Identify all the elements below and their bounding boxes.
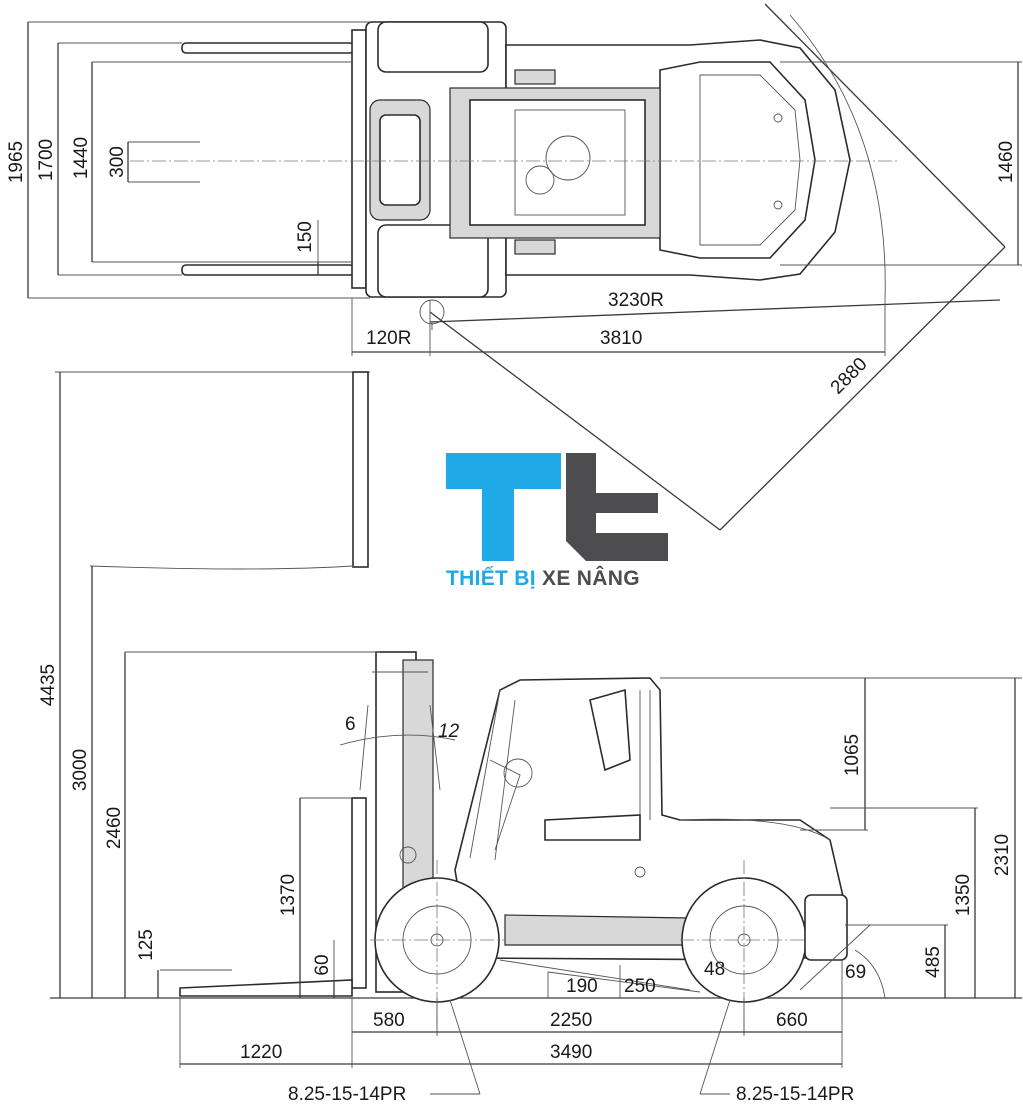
- dim-250: 250: [624, 976, 656, 997]
- top-left-dimensions: [27, 21, 370, 299]
- rear-tire-label: 8.25-15-14PR: [736, 1084, 854, 1105]
- dim-2250: 2250: [550, 1010, 592, 1031]
- logo-blue-t-shape: [446, 453, 561, 561]
- dim-3490: 3490: [550, 1042, 592, 1063]
- logo-gray-t-shape: [566, 453, 668, 561]
- dim-1965: 1965: [6, 141, 27, 183]
- dim-120R: 120R: [366, 328, 411, 349]
- dim-48: 48: [704, 959, 725, 980]
- dim-190: 190: [566, 976, 598, 997]
- top-forks: [181, 29, 367, 289]
- dim-485: 485: [923, 946, 944, 978]
- dim-6: 6: [345, 714, 356, 735]
- dim-2460: 2460: [104, 807, 125, 849]
- front-tire-label: 8.25-15-14PR: [288, 1084, 406, 1105]
- dim-1440: 1440: [71, 137, 92, 179]
- dim-2880: 2880: [827, 354, 872, 399]
- dim-4435: 4435: [38, 664, 59, 706]
- side-forks: [160, 969, 353, 997]
- dim-3000: 3000: [70, 749, 91, 791]
- dim-300: 300: [107, 146, 128, 178]
- top-view: 1965 1700 1440 300 150 1460 3230R 120R 3…: [6, 3, 1022, 531]
- dim-150: 150: [295, 221, 316, 253]
- raised-forks: [55, 371, 370, 570]
- dim-580: 580: [373, 1010, 405, 1031]
- dim-69: 69: [845, 962, 866, 983]
- dim-1220: 1220: [240, 1042, 282, 1063]
- side-left-dimensions: [59, 372, 380, 998]
- dim-60: 60: [312, 954, 333, 975]
- dim-125: 125: [136, 929, 157, 961]
- thiet-bi-xe-nang-logo-mark: [446, 453, 668, 561]
- dim-1370: 1370: [278, 874, 299, 916]
- side-bottom-dimensions: [179, 960, 843, 1095]
- dim-1700: 1700: [36, 139, 57, 181]
- top-body: [449, 39, 851, 281]
- turning-geometry: [351, 3, 1006, 531]
- logo-text-gray: XE NÂNG: [542, 567, 640, 590]
- logo-text: THIẾT BỊ XE NÂNG: [446, 567, 640, 591]
- dim-12: 12: [438, 721, 460, 742]
- dim-3810: 3810: [600, 328, 642, 349]
- dim-1350: 1350: [953, 874, 974, 916]
- dim-1065: 1065: [842, 734, 863, 776]
- logo-text-blue: THIẾT BỊ: [446, 567, 536, 590]
- dim-1460: 1460: [996, 141, 1017, 183]
- dim-3230R: 3230R: [608, 290, 664, 311]
- side-right-dimensions: [499, 677, 1022, 999]
- side-view: 4435 3000 2460 125 1370 60 6 12 1065 231…: [38, 371, 1022, 1105]
- tilt-angles: [339, 704, 456, 791]
- dim-660: 660: [776, 1010, 808, 1031]
- dim-2310: 2310: [992, 834, 1013, 876]
